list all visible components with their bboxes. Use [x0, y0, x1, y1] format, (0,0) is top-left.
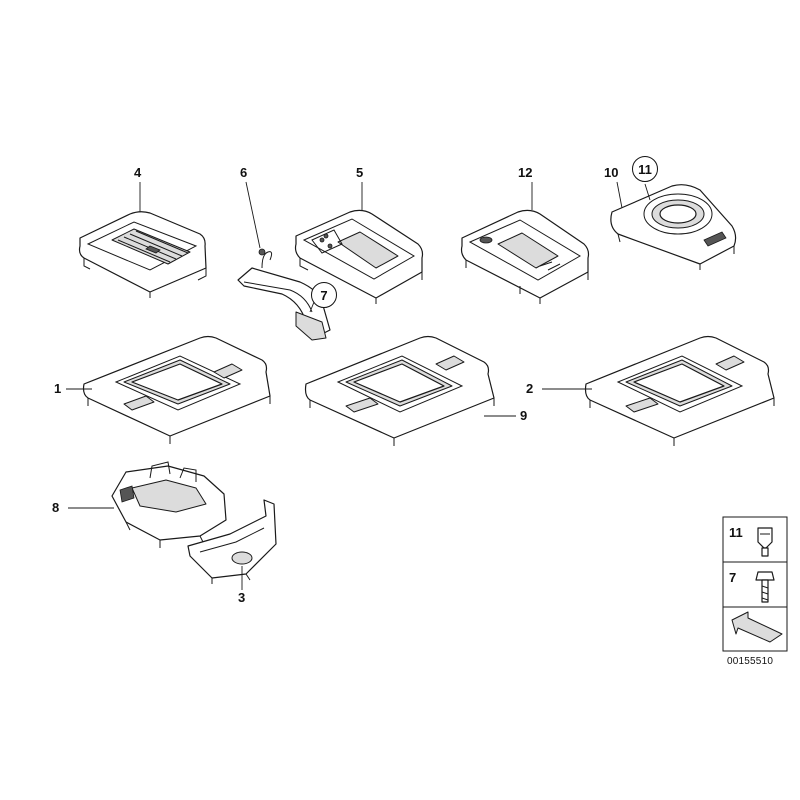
callout-10: 10 — [604, 165, 619, 180]
callout-1: 1 — [54, 381, 62, 396]
part-5-drawing — [294, 209, 424, 304]
leader-lines — [66, 181, 651, 590]
direction-arrow-icon — [731, 611, 783, 643]
callout-8: 8 — [52, 500, 60, 515]
callout-2: 2 — [526, 381, 534, 396]
part-2-drawing — [584, 335, 775, 446]
part-6-drawing — [237, 248, 331, 341]
part-12-drawing — [460, 209, 590, 304]
part-1-drawing — [82, 335, 271, 444]
drawing-reference-number: 00155510 — [727, 656, 774, 667]
callout-12: 12 — [518, 165, 533, 180]
callout-6: 6 — [240, 165, 248, 180]
legend-item-11-label: 11 — [729, 525, 743, 540]
callout-5: 5 — [356, 165, 364, 180]
part-4-drawing — [78, 211, 207, 298]
part-10-drawing — [610, 184, 737, 270]
legend-item-7-label: 7 — [729, 570, 737, 585]
callout-9: 9 — [520, 408, 528, 423]
hex-bolt-icon — [755, 571, 775, 603]
part-3-drawing — [187, 499, 277, 584]
callout-4: 4 — [134, 165, 142, 180]
grommet-fastener-icon — [757, 527, 773, 557]
part-9-drawing — [304, 335, 495, 446]
circled-callout-7: 7 — [311, 282, 337, 308]
callout-3: 3 — [238, 590, 246, 605]
part-8-drawing — [111, 461, 227, 548]
circled-callout-11: 11 — [632, 156, 658, 182]
